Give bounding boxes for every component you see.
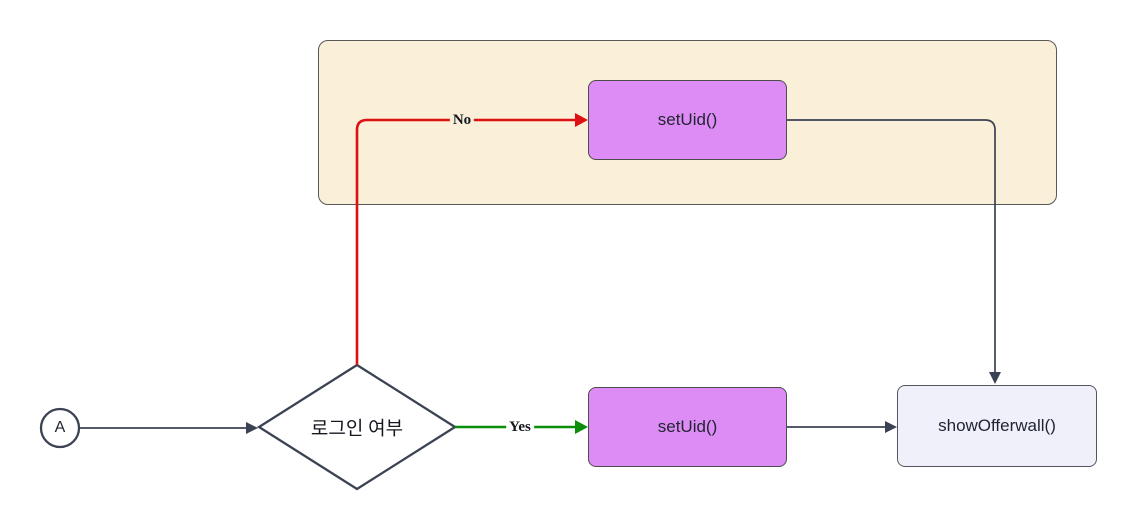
decision-diamond — [256, 363, 458, 491]
edge-no — [355, 118, 575, 365]
edge-setuid-top-to-show — [787, 119, 996, 372]
arrowhead-into-show-top — [989, 372, 1001, 384]
node-show-offerwall: showOfferwall() — [897, 385, 1097, 467]
edge-label-no: No — [449, 111, 475, 129]
arrowhead-into-show-left — [885, 421, 897, 433]
node-setuid-top: setUid() — [588, 80, 787, 160]
node-setuid-top-label: setUid() — [657, 110, 718, 129]
start-node-label: A — [54, 419, 66, 436]
arrowhead-into-decision — [246, 422, 258, 434]
decision-label: 로그인 여부 — [310, 418, 404, 440]
node-setuid-bottom: setUid() — [588, 387, 787, 467]
node-setuid-bottom-label: setUid() — [657, 417, 718, 436]
arrowhead-no — [575, 113, 588, 127]
arrowhead-yes — [575, 420, 588, 434]
node-show-offerwall-label: showOfferwall() — [938, 416, 1056, 435]
edge-label-yes: Yes — [506, 418, 534, 436]
